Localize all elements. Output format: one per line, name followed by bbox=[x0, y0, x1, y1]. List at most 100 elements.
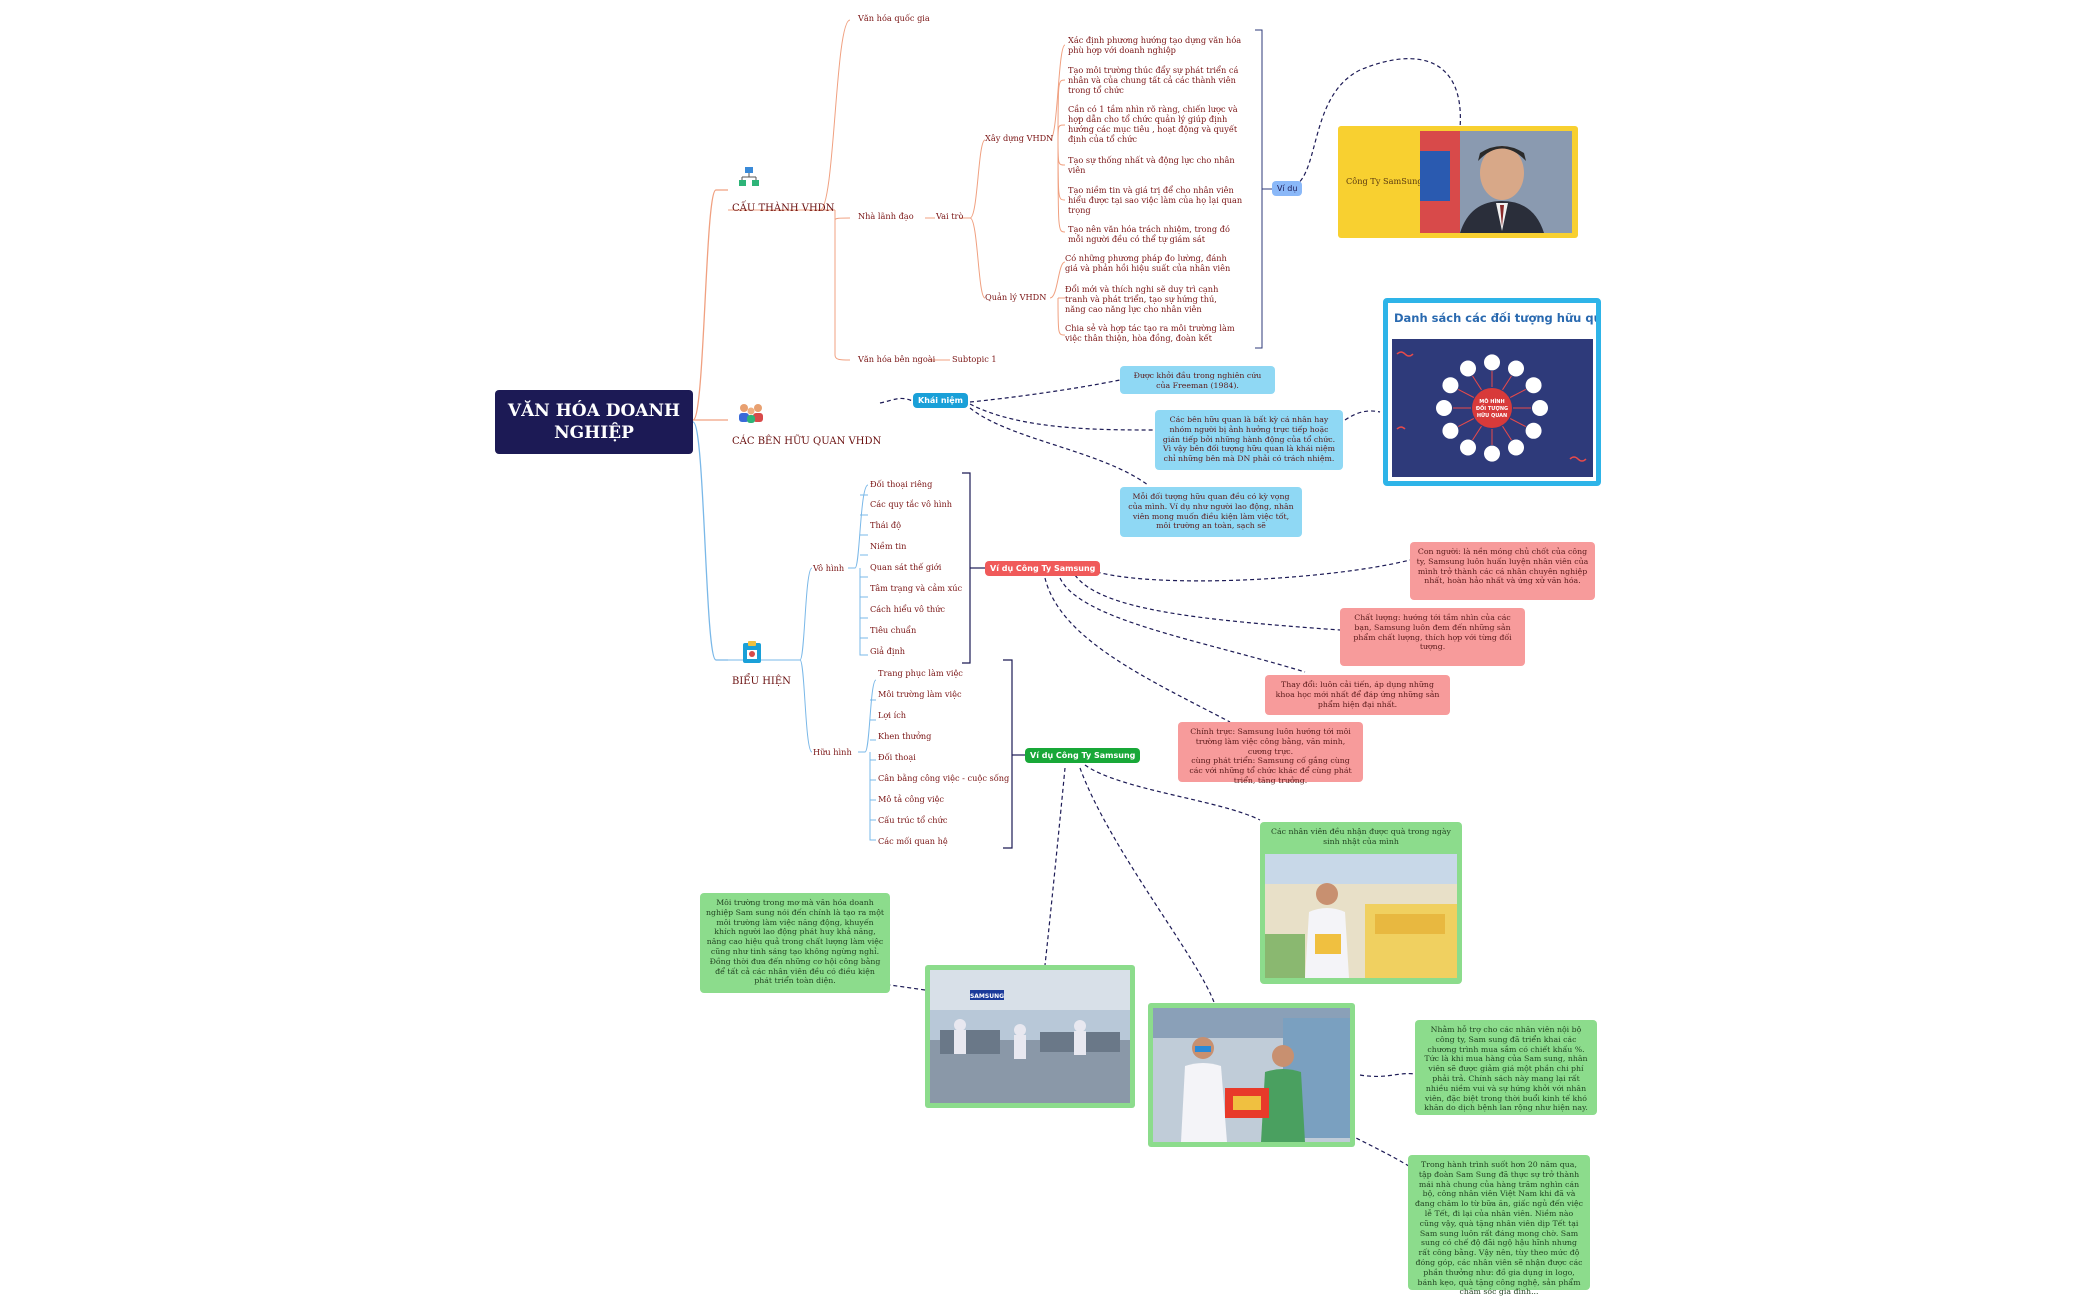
birthday-card[interactable]: Các nhân viên đều nhận được quà trong ng… bbox=[1260, 822, 1462, 984]
gift-photo bbox=[1153, 1008, 1350, 1142]
huu-hinh-item[interactable]: Khen thưởng bbox=[878, 731, 932, 741]
svg-text:ĐỐI TƯỢNG: ĐỐI TƯỢNG bbox=[1476, 404, 1508, 412]
xay-dung-item[interactable]: Tạo niềm tin và giá trị để cho nhân viên… bbox=[1068, 185, 1243, 215]
stakeholder-bubble bbox=[1525, 377, 1542, 394]
node-quan-ly[interactable]: Quản lý VHDN bbox=[985, 292, 1047, 302]
huu-hinh-item[interactable]: Môi trường làm việc bbox=[878, 689, 962, 699]
samsung-card[interactable]: Công Ty SamSung bbox=[1338, 126, 1578, 238]
samsung-value-note[interactable]: Con người: là nền móng chủ chốt của công… bbox=[1410, 542, 1595, 600]
vi-du-samsung-red-pill[interactable]: Ví dụ Công Ty Samsung bbox=[985, 561, 1101, 576]
concept-note[interactable]: Các bên hữu quan là bất kỳ cá nhân hay n… bbox=[1155, 410, 1343, 470]
stakeholder-bubble bbox=[1508, 360, 1524, 377]
concept-note[interactable]: Mỗi đối tượng hữu quan đều có kỳ vọng củ… bbox=[1120, 487, 1302, 537]
vi-du-pill[interactable]: Ví dụ bbox=[1272, 181, 1303, 196]
node-subtopic[interactable]: Subtopic 1 bbox=[952, 354, 997, 364]
stakeholder-bubble bbox=[1436, 400, 1452, 416]
vo-hinh-item[interactable]: Tiêu chuẩn bbox=[870, 625, 917, 635]
node-huu-hinh[interactable]: Hữu hình bbox=[813, 747, 852, 757]
samsung-value-note[interactable]: Chính trực: Samsung luôn hướng tới môi t… bbox=[1178, 722, 1363, 785]
stakeholder-spoke bbox=[1502, 425, 1512, 441]
huu-hinh-item[interactable]: Đối thoại bbox=[878, 752, 916, 762]
vi-du-samsung-green-pill[interactable]: Ví dụ Công Ty Samsung bbox=[1025, 748, 1141, 763]
stakeholder-spoke bbox=[1472, 375, 1482, 391]
khai-niem-pill[interactable]: Khái niệm bbox=[913, 393, 969, 408]
samsung-label: Công Ty SamSung bbox=[1346, 176, 1423, 186]
huu-hinh-item[interactable]: Cấu trúc tổ chức bbox=[878, 815, 948, 825]
stakeholder-bubble bbox=[1442, 422, 1459, 439]
vo-hinh-item[interactable]: Các quy tắc vô hình bbox=[870, 499, 953, 509]
stakeholder-bubble bbox=[1442, 377, 1459, 394]
node-van-hoa-ben-ngoai[interactable]: Văn hóa bên ngoài bbox=[858, 354, 936, 364]
birthday-photo bbox=[1265, 854, 1457, 978]
node-vai-tro[interactable]: Vai trò bbox=[936, 211, 964, 221]
stakeholder-spoke bbox=[1509, 389, 1527, 398]
stakeholder-spoke bbox=[1457, 389, 1475, 398]
vo-hinh-item[interactable]: Đối thoại riêng bbox=[870, 479, 933, 489]
root-title: VĂN HÓA DOANH NGHIỆP bbox=[507, 401, 681, 443]
birthday-caption: Các nhân viên đều nhận được quà trong ng… bbox=[1271, 827, 1451, 846]
vo-hinh-item[interactable]: Thái độ bbox=[870, 520, 902, 530]
factory-sign: SAMSUNG bbox=[970, 993, 1004, 1000]
stakeholder-bubble bbox=[1460, 360, 1476, 377]
stakeholder-card-title: Danh sách các đối tượng hữu quan bbox=[1394, 311, 1601, 325]
stakeholder-bubble bbox=[1532, 400, 1548, 416]
samsung-value-note[interactable]: Thay đổi: luôn cải tiến, áp dụng những k… bbox=[1265, 675, 1450, 715]
vo-hinh-item[interactable]: Niềm tin bbox=[870, 541, 907, 551]
factory-photo-card[interactable]: SAMSUNG bbox=[925, 965, 1135, 1108]
concept-note[interactable]: Được khởi đầu trong nghiên cứu của Freem… bbox=[1120, 366, 1275, 394]
quan-ly-item[interactable]: Đổi mới và thích nghi sẽ duy trì cạnh tr… bbox=[1065, 284, 1219, 314]
vo-hinh-item[interactable]: Quan sát thế giới bbox=[870, 562, 942, 572]
node-nha-lanh-dao[interactable]: Nhà lãnh đạo bbox=[858, 211, 914, 221]
environment-note[interactable]: Môi trường trong mơ mà văn hóa doanh ngh… bbox=[700, 893, 890, 993]
tet-note[interactable]: Trong hành trình suốt hơn 20 năm qua, tậ… bbox=[1408, 1155, 1590, 1296]
stakeholder-bubble bbox=[1460, 439, 1476, 456]
flowchart-icon bbox=[739, 167, 759, 186]
people-icon bbox=[739, 404, 763, 423]
node-vo-hinh[interactable]: Vô hình bbox=[813, 563, 845, 573]
stakeholder-spoke bbox=[1457, 418, 1475, 427]
stakeholder-spoke bbox=[1502, 375, 1512, 391]
stakeholder-spoke bbox=[1509, 418, 1527, 427]
huu-hinh-item[interactable]: Các mối quan hệ bbox=[878, 836, 948, 846]
branch-ben-huu-quan[interactable]: CÁC BÊN HỮU QUAN VHDN bbox=[732, 436, 882, 447]
stakeholder-card[interactable]: Danh sách các đối tượng hữu quan MÔ HÌNH… bbox=[1383, 298, 1601, 486]
stakeholder-ring bbox=[1436, 354, 1548, 462]
xay-dung-item[interactable]: Tạo sự thống nhất và động lực cho nhân v… bbox=[1068, 155, 1235, 175]
node-xay-dung[interactable]: Xây dựng VHDN bbox=[985, 133, 1054, 143]
stakeholder-bubble bbox=[1525, 422, 1542, 439]
vo-hinh-item[interactable]: Cách hiểu vô thức bbox=[870, 604, 945, 614]
clipboard-icon bbox=[743, 641, 761, 663]
stakeholder-spoke bbox=[1472, 425, 1482, 441]
quan-ly-item[interactable]: Chia sẻ và hợp tác tạo ra môi trường làm… bbox=[1065, 323, 1235, 343]
svg-text:MÔ HÌNH: MÔ HÌNH bbox=[1479, 397, 1504, 405]
svg-text:HỮU QUAN: HỮU QUAN bbox=[1477, 412, 1507, 419]
stakeholder-bubble bbox=[1484, 445, 1500, 462]
huu-hinh-item[interactable]: Lợi ích bbox=[878, 710, 907, 720]
stakeholder-bubble bbox=[1508, 439, 1524, 456]
xay-dung-item[interactable]: Xác định phương hướng tạo dựng văn hóa p… bbox=[1068, 35, 1242, 55]
vo-hinh-item[interactable]: Tâm trạng và cảm xúc bbox=[870, 583, 963, 593]
link-root-cauthanh bbox=[692, 189, 728, 421]
xay-dung-item[interactable]: Cần có 1 tầm nhìn rõ ràng, chiến lược và… bbox=[1068, 104, 1238, 144]
huu-hinh-item[interactable]: Cân bằng công việc - cuộc sống bbox=[878, 773, 1010, 783]
vo-hinh-item[interactable]: Giả định bbox=[870, 646, 906, 656]
quan-ly-item[interactable]: Có những phương pháp đo lường, đánh giá … bbox=[1065, 253, 1231, 273]
support-note[interactable]: Nhằm hỗ trợ cho các nhân viên nội bộ côn… bbox=[1415, 1020, 1597, 1115]
node-van-hoa-quoc-gia[interactable]: Văn hóa quốc gia bbox=[858, 13, 930, 23]
samsung-value-note[interactable]: Chất lượng: hướng tới tầm nhìn của các b… bbox=[1340, 608, 1525, 666]
xay-dung-item[interactable]: Tạo môi trường thúc đẩy sự phát triển cá… bbox=[1068, 65, 1239, 95]
branch-cau-thanh[interactable]: CẤU THÀNH VHDN bbox=[732, 203, 835, 214]
portrait-image bbox=[1420, 131, 1572, 233]
stakeholder-bubble bbox=[1484, 354, 1500, 371]
factory-photo: SAMSUNG bbox=[930, 970, 1130, 1103]
branch-bieu-hien[interactable]: BIỂU HIỆN bbox=[732, 676, 791, 687]
xay-dung-item[interactable]: Tạo nên văn hóa trách nhiệm, trong đó mỗ… bbox=[1068, 224, 1230, 244]
huu-hinh-item[interactable]: Mô tả công việc bbox=[878, 794, 944, 804]
huu-hinh-item[interactable]: Trang phục làm việc bbox=[878, 668, 963, 678]
root-node[interactable]: VĂN HÓA DOANH NGHIỆP bbox=[495, 390, 693, 454]
gift-photo-card[interactable] bbox=[1148, 1003, 1355, 1147]
stakeholder-diagram: MÔ HÌNH ĐỐI TƯỢNG HỮU QUAN bbox=[1392, 339, 1593, 477]
link-root-bieuhien bbox=[692, 421, 728, 661]
